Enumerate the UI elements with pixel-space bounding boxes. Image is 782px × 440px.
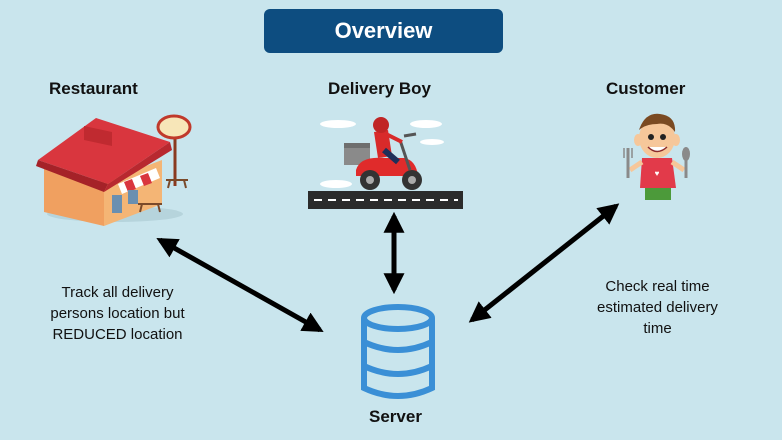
customer-server-arrow (468, 203, 620, 323)
restaurant-note-line: Track all delivery (61, 284, 174, 301)
customer-character-icon: ♥ (623, 113, 690, 200)
restaurant-building-icon (36, 114, 192, 226)
restaurant-note: Track all delivery persons location but … (30, 282, 205, 345)
restaurant-server-arrow (156, 237, 324, 333)
customer-note-line: Check real time (605, 278, 710, 295)
delivery-boy-label: Delivery Boy (328, 79, 431, 98)
restaurant-label: Restaurant (49, 79, 138, 98)
restaurant-note-line: persons location but (50, 305, 185, 322)
customer-note-line: estimated delivery (597, 299, 718, 316)
overview-title-box: Overview (264, 9, 503, 53)
svg-text:♥: ♥ (655, 169, 660, 178)
scooter-rider-icon (308, 117, 463, 209)
restaurant-note-line: REDUCED location (52, 326, 183, 343)
customer-label: Customer (606, 79, 686, 98)
database-icon (361, 304, 435, 399)
customer-note-line: time (643, 320, 672, 337)
page-title: Overview (334, 18, 433, 43)
server-label: Server (369, 407, 422, 426)
customer-note: Check real time estimated delivery time (575, 276, 740, 339)
